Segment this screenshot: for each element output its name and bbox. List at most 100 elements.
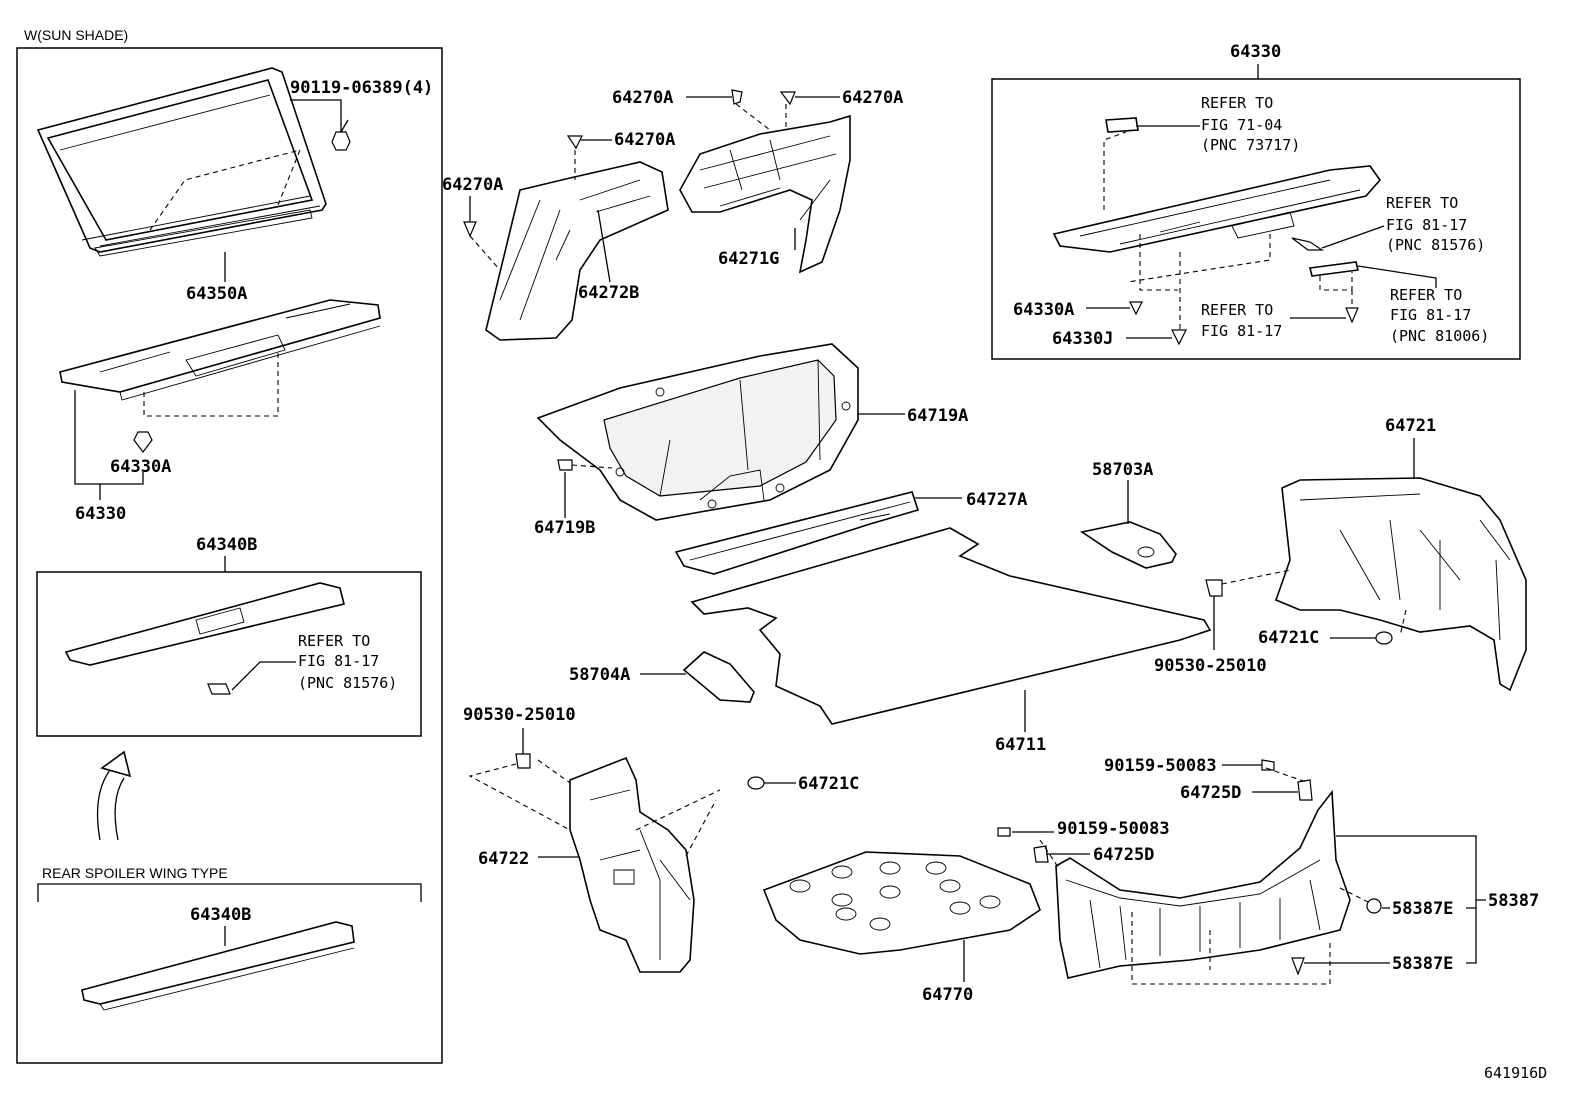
label-90530-left: 90530-25010 [463,705,576,725]
label-58387E-1: 58387E [1392,899,1453,919]
label-64727A: 64727A [966,490,1027,510]
label-58703A: 58703A [1092,460,1153,480]
pad-58703A [1079,521,1177,569]
label-64272B: 64272B [578,283,639,303]
rear-trim-58387 [1039,767,1373,985]
side-trim-64721 [1221,477,1527,692]
label-64719A: 64719A [907,406,968,426]
trunk-floor-mat [690,527,1212,725]
trim-64272B [469,103,771,341]
clip-64725D-1-icon [1297,779,1313,801]
refer1-l3: (PNC 81576) [298,674,397,692]
clip-64270A-4-icon [463,221,477,238]
diagram-id: 641916D [1484,1064,1547,1082]
label-64719B: 64719B [534,518,595,538]
clip-58387E-1-icon [1366,898,1382,914]
label-90159-1: 90159-50083 [1104,756,1217,776]
label-64340B-top: 64340B [196,535,257,555]
sun-shade-frame [16,47,443,1064]
refer4-l1: REFER TO [1201,301,1273,319]
leader-line [1357,265,1437,288]
leader-line [231,661,296,691]
label-64770: 64770 [922,985,973,1005]
label-64725D-2: 64725D [1093,845,1154,865]
sun-shade-assembly [36,67,327,257]
clip-64270A-3-icon [566,135,583,150]
clip-58387E-2-icon [1291,957,1305,976]
screw-90159-1-icon [1261,759,1275,771]
label-64330A-top: 64330A [1013,300,1074,320]
label-90119: 90119-06389(4) [290,78,433,98]
label-64725D-1: 64725D [1180,783,1241,803]
spoiler-bracket [37,883,422,902]
refer3-l3: (PNC 81576) [1386,236,1485,254]
leader-line [74,390,144,485]
label-58704A: 58704A [569,665,630,685]
spoiler-header: REAR SPOILER WING TYPE [42,865,228,881]
clip-64725D-2-icon [1033,845,1049,863]
screw-icon [1345,307,1359,324]
package-tray-left [59,299,381,417]
label-64271G: 64271G [718,249,779,269]
connector-tray-icon [1291,237,1324,251]
refer5-l3: (PNC 81006) [1390,327,1489,345]
clip-64270A-2-icon [779,91,796,106]
leader-line [1321,225,1385,249]
tray-64330-assembly [1052,117,1382,330]
label-64330J: 64330J [1052,329,1113,349]
refer1-l2: FIG 81-17 [298,652,379,670]
label-64340B-bottom: 64340B [190,905,251,925]
label-64330-left: 64330 [75,504,126,524]
refer2-l2: FIG 71-04 [1201,116,1282,134]
refer2-l1: REFER TO [1201,94,1273,112]
label-90530-right: 90530-25010 [1154,656,1267,676]
label-64330A-left: 64330A [110,457,171,477]
clip-90119-icon [331,119,351,151]
clip-64721C-right-icon [1375,631,1393,645]
clip-64270A-1-icon [731,89,743,105]
trim-64271G [679,104,851,274]
clip-64721C-left-icon [747,776,765,790]
clip-90530-left-icon [515,753,531,769]
label-64330-top: 64330 [1230,42,1281,62]
label-64270A-1: 64270A [612,88,673,108]
trunk-lid-trim [536,343,859,521]
label-64722: 64722 [478,849,529,869]
leader-line [597,209,611,283]
arrow-up-icon [96,750,132,841]
spoiler-64340B-top [64,582,345,666]
clip-64330J-icon [1171,329,1187,346]
label-64270A-2: 64270A [842,88,903,108]
spare-cover-64770 [762,851,1041,955]
dashed-line [468,759,581,831]
clip-90530-right-icon [1205,579,1223,597]
lamp-bracket [1309,261,1359,308]
leader-line [290,99,342,132]
pad-58704A [682,651,755,703]
label-64711: 64711 [995,735,1046,755]
dashed-line [571,464,613,469]
scuff-plate [674,491,920,575]
label-64721C-left: 64721C [798,774,859,794]
screw-90159-2-icon [997,827,1011,837]
refer2-l3: (PNC 73717) [1201,136,1300,154]
label-90159-2: 90159-50083 [1057,819,1170,839]
connector-icon [207,683,231,695]
label-64270A-3: 64270A [614,130,675,150]
label-64721: 64721 [1385,416,1436,436]
side-trim-64722 [569,756,721,973]
spoiler-variant-box [36,571,422,737]
refer3-l2: FIG 81-17 [1386,216,1467,234]
label-58387: 58387 [1488,891,1539,911]
refer5-l1: REFER TO [1390,286,1462,304]
label-64721C-right: 64721C [1258,628,1319,648]
spoiler-64340B-bottom [81,921,355,1011]
refer1-l1: REFER TO [298,632,370,650]
clip-64330A-left-icon [133,431,153,453]
refer3-l1: REFER TO [1386,194,1458,212]
refer4-l2: FIG 81-17 [1201,322,1282,340]
sun-shade-header: W(SUN SHADE) [24,27,128,43]
label-64270A-4: 64270A [442,175,503,195]
label-58387E-2: 58387E [1392,954,1453,974]
bracket-58387 [1336,835,1486,964]
